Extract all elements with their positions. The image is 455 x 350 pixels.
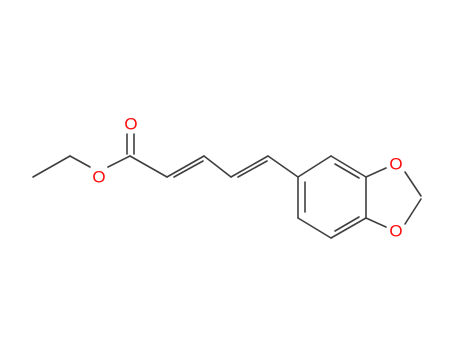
ring-bond-5 [297, 217, 332, 239]
bond-ethyl-ch3-ch2 [32, 155, 71, 178]
atom-o-ester: O [92, 168, 105, 187]
bond-o1-ch2 [404, 171, 422, 197]
bond-c4-c5-inner [237, 160, 268, 178]
atom-o-carbonyl: O [124, 115, 137, 134]
ring-bond-1 [297, 155, 332, 178]
atom-o-ring-1: O [389, 155, 402, 174]
bond-c4-c5 [230, 155, 269, 178]
ring-inner-bond-1 [334, 163, 360, 179]
ring-bond-4 [330, 217, 367, 239]
bond-c2-c3-inner [173, 160, 204, 178]
bond-o-carbonyl-carbon [107, 155, 131, 168]
bond-c3-c4 [203, 155, 232, 178]
bond-ethyl-ch2-o [69, 155, 91, 168]
bond-ring-o1 [365, 167, 387, 178]
bond-c1-c2 [129, 155, 168, 178]
bond-ch2-o2 [404, 198, 422, 225]
atom-o-ring-2: O [389, 222, 402, 241]
bond-o2-ring [365, 217, 387, 228]
bond-c2-c3 [166, 155, 205, 178]
ring-inner-bond-2 [334, 216, 360, 232]
bond-c5-ring [267, 155, 299, 178]
ring-bond-2 [330, 155, 367, 178]
